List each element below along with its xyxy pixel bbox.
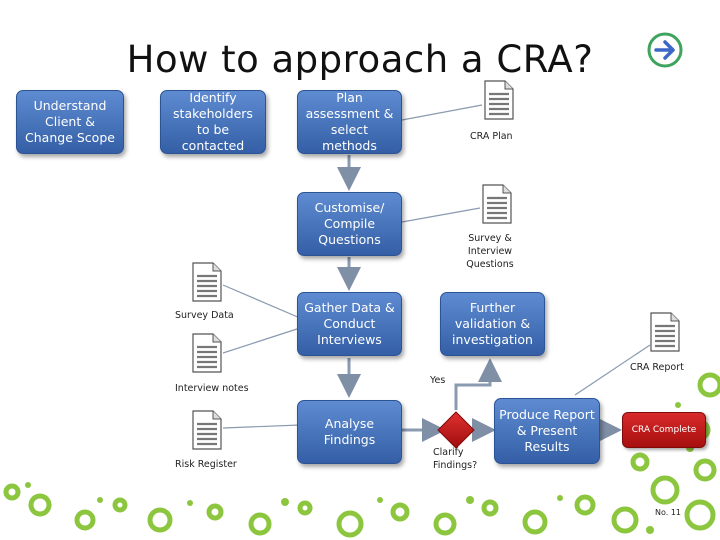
box-produce: Produce Report & Present Results xyxy=(494,398,600,464)
line-plan-to-cra-plan xyxy=(401,104,483,121)
decision-diamond-icon xyxy=(437,411,475,449)
decision-yes-label: Yes xyxy=(430,375,446,386)
line-survey-data-to-gather xyxy=(222,284,301,319)
doc-label-survey-data: Survey Data xyxy=(175,310,234,321)
decision-label: Clarify Findings? xyxy=(433,447,478,471)
arrow-decision-yes-to-further xyxy=(454,358,502,410)
line-risk-register-to-analyse xyxy=(222,424,301,429)
box-further: Further validation & investigation xyxy=(440,292,545,356)
line-customise-to-survey-questions xyxy=(401,207,481,223)
document-icon-cra-plan xyxy=(484,80,514,120)
next-arrow-icon[interactable] xyxy=(645,30,685,70)
document-icon-cra-report xyxy=(650,312,680,352)
line-produce-to-cra-report xyxy=(574,344,651,396)
doc-label-cra-plan: CRA Plan xyxy=(470,131,513,142)
box-customise: Customise/ Compile Questions xyxy=(297,192,402,256)
document-icon-survey-data xyxy=(192,262,222,302)
box-plan: Plan assessment & select methods xyxy=(297,90,402,154)
slide-number: No. 11 xyxy=(655,508,682,517)
doc-label-interview-notes: Interview notes xyxy=(175,383,249,394)
box-understand: Understand Client & Change Scope xyxy=(16,90,124,154)
box-cra-complete: CRA Complete xyxy=(622,412,706,448)
document-icon-risk-register xyxy=(192,410,222,450)
box-gather: Gather Data & Conduct Interviews xyxy=(297,292,402,356)
box-identify: Identify stakeholders to be contacted xyxy=(160,90,266,154)
doc-label-risk-register: Risk Register xyxy=(175,459,237,470)
doc-label-survey-questions: Survey & Interview Questions xyxy=(466,233,514,270)
document-icon-survey-questions xyxy=(482,184,512,224)
page-title: How to approach a CRA? xyxy=(126,38,594,81)
box-analyse: Analyse Findings xyxy=(297,400,402,464)
doc-label-cra-report: CRA Report xyxy=(630,362,684,373)
document-icon-interview-notes xyxy=(192,333,222,373)
line-interview-notes-to-gather xyxy=(222,327,301,354)
